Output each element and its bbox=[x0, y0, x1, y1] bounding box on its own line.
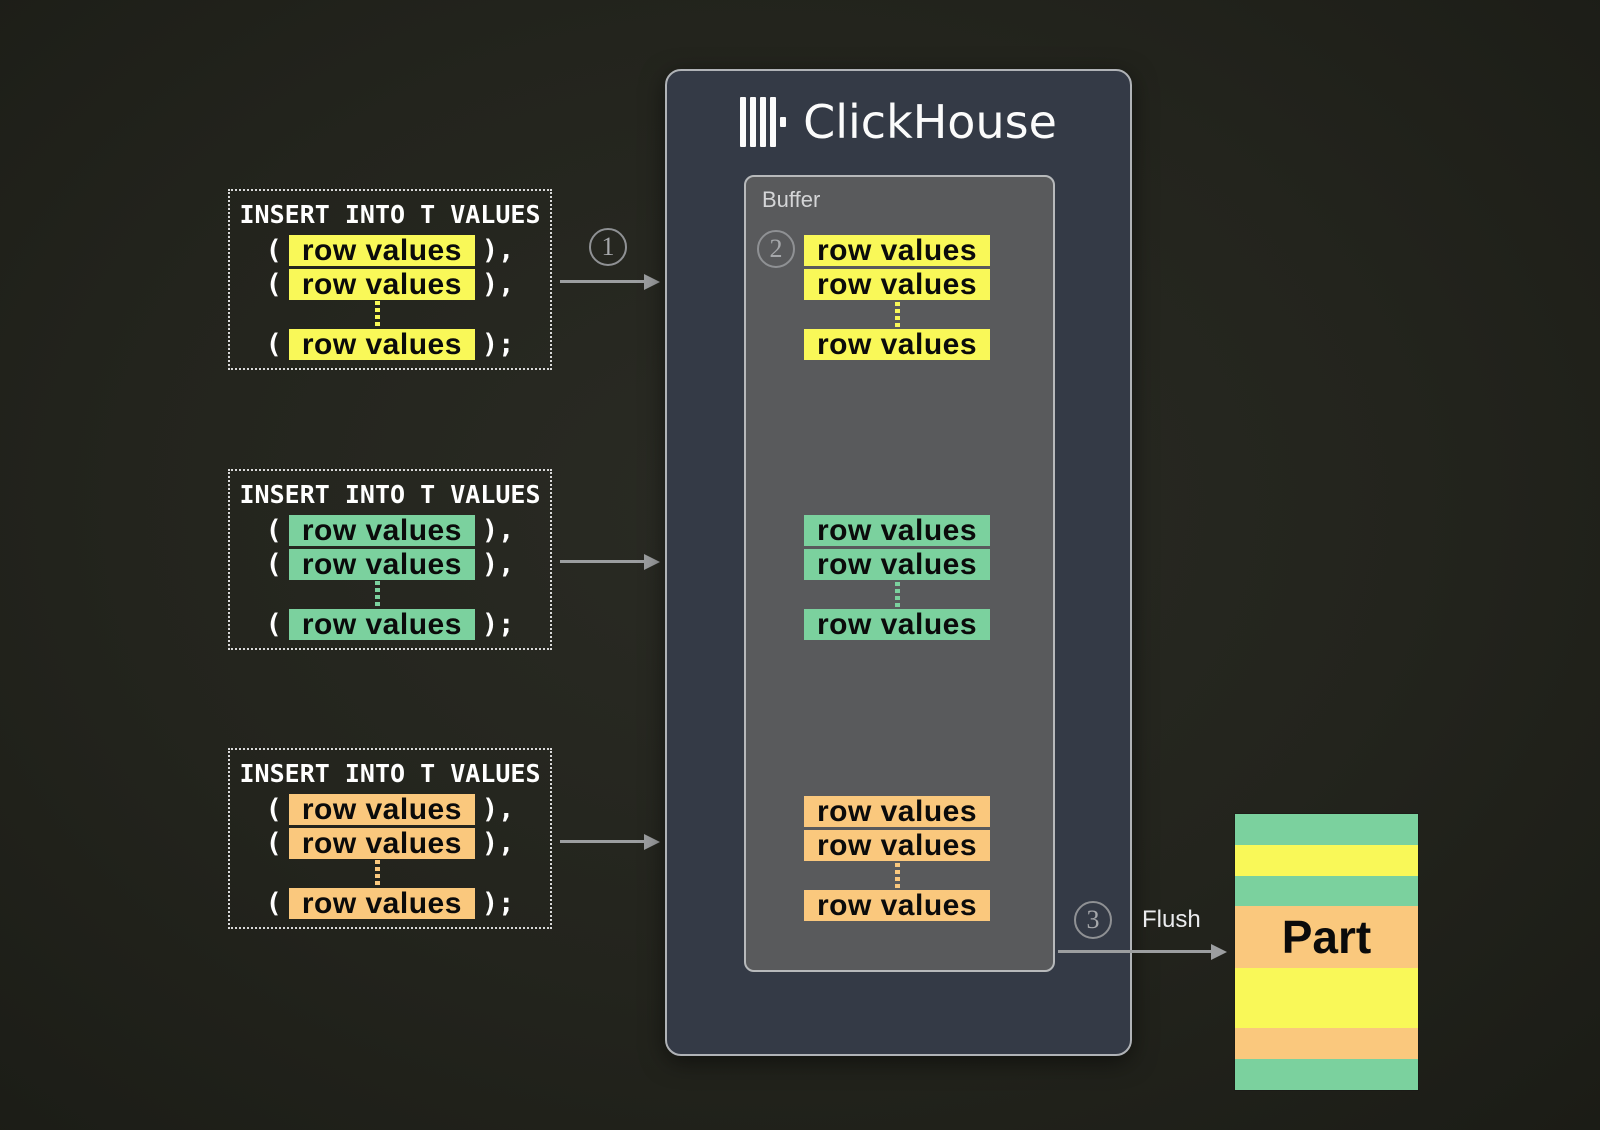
insert-row: ( row values ), bbox=[230, 514, 550, 547]
row-values-chip: row values bbox=[804, 795, 990, 828]
part-stripe bbox=[1235, 1059, 1418, 1090]
part-stripe bbox=[1235, 1028, 1418, 1059]
step-2-number: 2 bbox=[769, 234, 783, 263]
part-stripe bbox=[1235, 968, 1418, 1028]
close-paren: ), bbox=[481, 515, 515, 546]
step-3-number: 3 bbox=[1086, 905, 1100, 934]
open-paren: ( bbox=[265, 609, 282, 640]
close-paren: ); bbox=[481, 888, 515, 919]
open-paren: ( bbox=[265, 888, 282, 919]
insert-query-title: INSERT INTO T VALUES bbox=[239, 480, 541, 509]
row-values-chip: row values bbox=[804, 889, 990, 922]
vertical-ellipsis-icon bbox=[894, 302, 900, 327]
close-paren: ), bbox=[481, 235, 515, 266]
insert-row: ( row values ); bbox=[230, 608, 550, 641]
open-paren: ( bbox=[265, 235, 282, 266]
row-values-chip: row values bbox=[288, 268, 475, 301]
insert-query-block-1: INSERT INTO T VALUES ( row values ), ( r… bbox=[228, 189, 552, 370]
vertical-ellipsis-icon bbox=[894, 863, 900, 888]
buffer-row-group-yellow: row values row values row values bbox=[804, 234, 990, 361]
row-values-chip: row values bbox=[288, 514, 475, 547]
clickhouse-logo-icon bbox=[740, 97, 787, 147]
vertical-ellipsis-icon bbox=[894, 582, 900, 607]
row-values-chip: row values bbox=[288, 328, 475, 361]
open-paren: ( bbox=[265, 794, 282, 825]
close-paren: ); bbox=[481, 329, 515, 360]
row-values-chip: row values bbox=[288, 234, 475, 267]
insert-row-gap bbox=[230, 860, 550, 885]
step-3-badge: 3 bbox=[1074, 901, 1112, 939]
row-values-chip: row values bbox=[804, 234, 990, 267]
insert-query-title: INSERT INTO T VALUES bbox=[239, 200, 541, 229]
row-values-chip: row values bbox=[804, 268, 990, 301]
buffer-panel: Buffer 2 row values row values row value… bbox=[744, 175, 1055, 972]
buffer-row-group-orange: row values row values row values bbox=[804, 795, 990, 922]
insert-query-block-2: INSERT INTO T VALUES ( row values ), ( r… bbox=[228, 469, 552, 650]
part-stripe bbox=[1235, 814, 1418, 845]
clickhouse-title: ClickHouse bbox=[803, 95, 1057, 149]
flush-label: Flush bbox=[1142, 906, 1201, 933]
insert-row-gap bbox=[230, 581, 550, 606]
row-values-chip: row values bbox=[804, 514, 990, 547]
insert-row: ( row values ); bbox=[230, 887, 550, 920]
part-box: Part bbox=[1235, 814, 1418, 1090]
insert-arrow-3 bbox=[560, 833, 660, 850]
vertical-ellipsis-icon bbox=[374, 301, 380, 326]
insert-arrow-2 bbox=[560, 553, 660, 570]
vertical-ellipsis-icon bbox=[374, 860, 380, 885]
step-1-badge: 1 bbox=[589, 228, 627, 266]
close-paren: ); bbox=[481, 609, 515, 640]
vertical-ellipsis-icon bbox=[374, 581, 380, 606]
insert-query-title: INSERT INTO T VALUES bbox=[239, 759, 541, 788]
open-paren: ( bbox=[265, 329, 282, 360]
clickhouse-header: ClickHouse bbox=[665, 97, 1132, 147]
flush-arrow bbox=[1058, 943, 1227, 960]
insert-row: ( row values ), bbox=[230, 548, 550, 581]
insert-query-block-3: INSERT INTO T VALUES ( row values ), ( r… bbox=[228, 748, 552, 929]
part-label: Part bbox=[1281, 911, 1372, 963]
open-paren: ( bbox=[265, 269, 282, 300]
part-stripe bbox=[1235, 845, 1418, 876]
row-values-chip: row values bbox=[288, 548, 475, 581]
step-2-badge: 2 bbox=[757, 230, 795, 268]
row-values-chip: row values bbox=[288, 827, 475, 860]
row-values-chip: row values bbox=[288, 793, 475, 826]
insert-row: ( row values ), bbox=[230, 827, 550, 860]
buffer-row-group-green: row values row values row values bbox=[804, 514, 990, 641]
step-1-number: 1 bbox=[601, 232, 615, 261]
insert-row: ( row values ), bbox=[230, 234, 550, 267]
open-paren: ( bbox=[265, 549, 282, 580]
close-paren: ), bbox=[481, 549, 515, 580]
row-values-chip: row values bbox=[804, 608, 990, 641]
row-values-chip: row values bbox=[288, 608, 475, 641]
insert-row: ( row values ); bbox=[230, 328, 550, 361]
insert-row: ( row values ), bbox=[230, 793, 550, 826]
row-values-chip: row values bbox=[804, 328, 990, 361]
part-stripe bbox=[1235, 876, 1418, 906]
row-values-chip: row values bbox=[804, 829, 990, 862]
part-stripe bbox=[1235, 906, 1418, 968]
open-paren: ( bbox=[265, 515, 282, 546]
close-paren: ), bbox=[481, 828, 515, 859]
insert-row: ( row values ), bbox=[230, 268, 550, 301]
insert-arrow-1 bbox=[560, 273, 660, 290]
insert-row-gap bbox=[230, 301, 550, 326]
row-values-chip: row values bbox=[288, 887, 475, 920]
close-paren: ), bbox=[481, 794, 515, 825]
close-paren: ), bbox=[481, 269, 515, 300]
row-values-chip: row values bbox=[804, 548, 990, 581]
buffer-label: Buffer bbox=[762, 187, 821, 212]
open-paren: ( bbox=[265, 828, 282, 859]
